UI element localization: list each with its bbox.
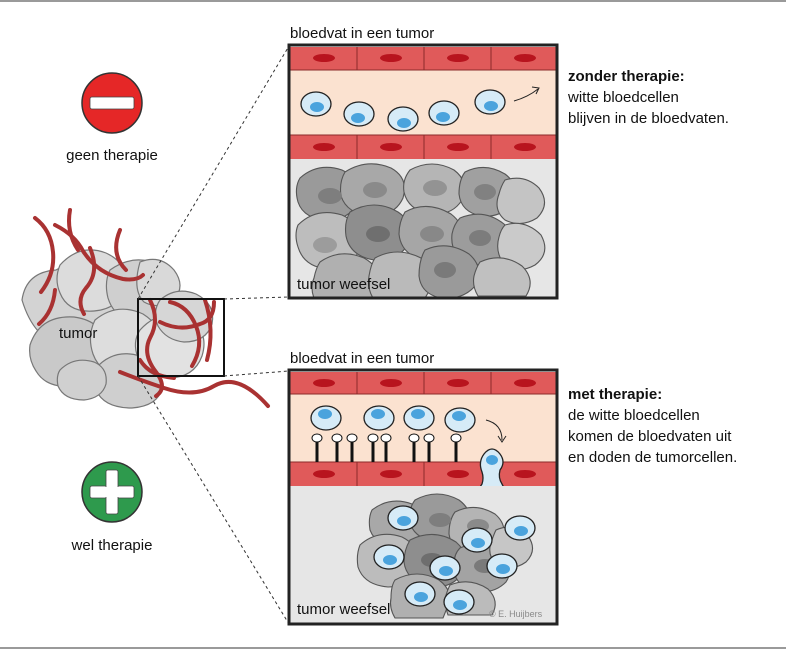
white-blood-cells-in-tissue	[373, 505, 536, 615]
flow-arrow-icon	[513, 86, 540, 102]
with-therapy-label: wel therapie	[71, 537, 153, 554]
panel-bottom-heading: bloedvat in een tumor	[290, 350, 435, 367]
vessel-wall-upper	[290, 47, 557, 71]
tumor-label: tumor	[59, 325, 98, 342]
white-blood-cells-top	[300, 89, 506, 132]
description-line: de witte bloedcellen	[568, 407, 700, 424]
image-credit: © E. Huijbers	[489, 609, 543, 619]
panel-top-heading: bloedvat in een tumor	[290, 25, 435, 42]
vessel-wall-lower	[290, 134, 557, 159]
bottom-border	[0, 647, 786, 649]
vessel-wall-upper-bottom	[290, 372, 557, 395]
description-line: komen de bloedvaten uit	[568, 428, 732, 445]
description-line: witte bloedcellen	[568, 89, 679, 106]
adhesion-molecules	[311, 433, 462, 462]
white-blood-cells-attached	[310, 405, 476, 433]
zoom-box	[137, 298, 225, 377]
plus-circle-icon	[81, 461, 143, 523]
panel-bottom-content	[290, 370, 557, 624]
zoom-connectors	[137, 45, 290, 625]
panel-top-tissue-label: tumor weefsel	[297, 276, 391, 293]
migration-arrow-icon	[485, 419, 507, 443]
panel-bottom-tissue-label: tumor weefsel	[297, 601, 391, 618]
panel-top-content	[290, 45, 557, 297]
vessel-wall-lower-bottom	[290, 461, 557, 486]
no-therapy-label: geen therapie	[66, 147, 158, 164]
description-line: en doden de tumorcellen.	[568, 449, 738, 466]
panel-top-description: zonder therapie: witte bloedcellen blijv…	[568, 66, 729, 129]
panel-top-frame	[287, 43, 559, 300]
panel-bottom-frame	[287, 368, 559, 626]
panel-bottom-description: met therapie: de witte bloedcellen komen…	[568, 384, 737, 468]
description-line: blijven in de bloedvaten.	[568, 110, 729, 127]
top-border	[0, 0, 786, 2]
tumor-cells-top	[295, 163, 546, 297]
minus-circle-icon	[81, 72, 143, 134]
description-title: zonder therapie:	[568, 68, 685, 85]
tumor-blood-vessels	[33, 208, 270, 408]
description-title: met therapie:	[568, 386, 663, 403]
